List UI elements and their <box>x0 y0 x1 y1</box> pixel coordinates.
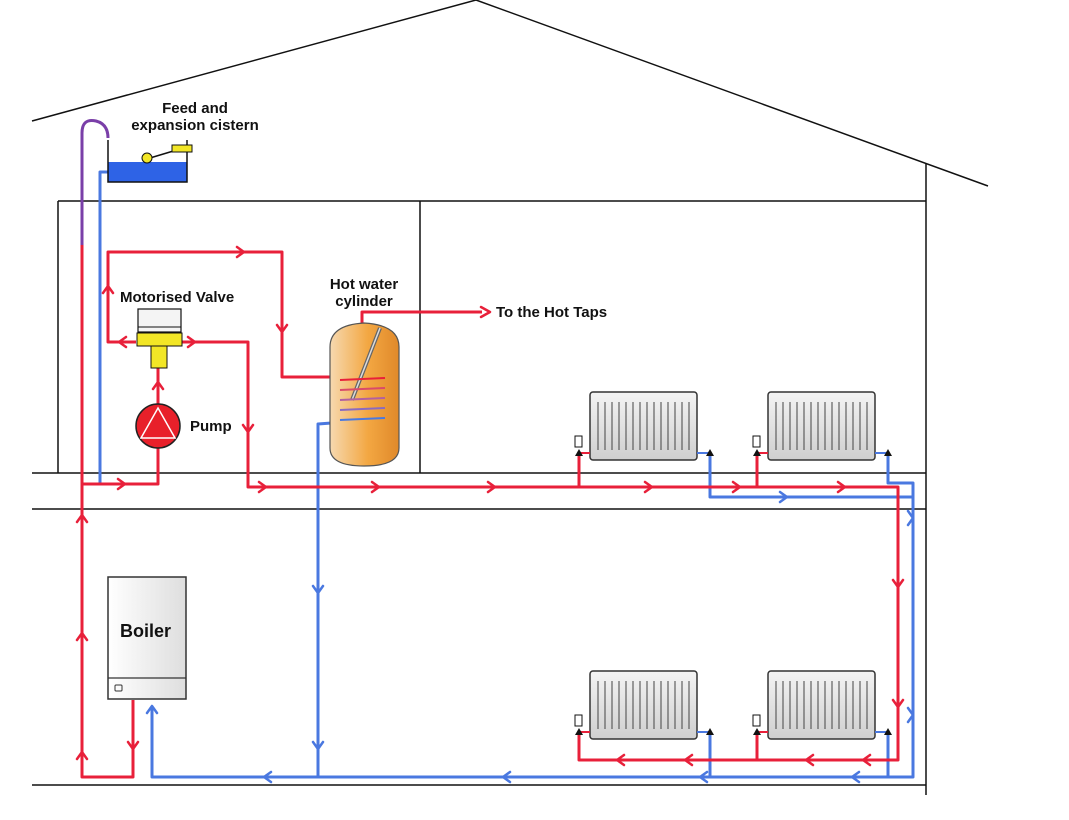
radiator-downstairs-right <box>752 670 892 740</box>
vent-pipe <box>80 119 110 245</box>
cylinder-label-line1: Hot water <box>329 276 399 293</box>
red-right-arrows <box>116 245 847 494</box>
radiator-downstairs-left <box>574 670 714 740</box>
trv-valve <box>574 714 583 727</box>
pump-feed-pipe <box>82 446 160 486</box>
trv-valve <box>574 435 583 448</box>
radiator-flow-pipe <box>180 340 900 762</box>
blue-arrows <box>145 490 915 784</box>
cold-feed-pipe <box>98 170 108 484</box>
trv-valve <box>752 714 761 727</box>
boiler-label: Boiler <box>120 621 172 641</box>
roof-line <box>31 0 989 187</box>
upstairs-return-branch <box>708 453 913 499</box>
trv-valve <box>752 435 761 448</box>
cylinder-label: Hot water cylinder <box>314 276 414 310</box>
pump <box>135 403 181 449</box>
boiler <box>107 576 187 700</box>
hot-taps-label: To the Hot Taps <box>496 304 608 321</box>
red-left-arrows <box>117 335 872 767</box>
float-valve <box>171 144 193 153</box>
cylinder-label-line2: cylinder <box>335 293 393 310</box>
red-up-arrows <box>75 284 165 761</box>
boiler-flow-pipe <box>80 245 135 779</box>
cistern-label: Feed and expansion cistern <box>120 100 270 134</box>
boiler-indicator <box>114 684 123 692</box>
red-down-arrows <box>126 323 905 751</box>
main-return-pipe <box>150 453 915 779</box>
feed-expansion-cistern <box>107 140 193 183</box>
radiator-upstairs-right <box>752 391 892 461</box>
cylinder-primary-pipe <box>106 250 375 379</box>
radiator-upstairs-left <box>574 391 714 461</box>
cistern-label-line1: Feed and <box>162 100 228 117</box>
float-ball <box>141 152 153 164</box>
cylinder-heating-coil <box>339 377 386 421</box>
motorised-valve <box>136 308 183 369</box>
cistern-label-line2: expansion cistern <box>131 117 259 134</box>
hot-water-cylinder <box>329 322 400 467</box>
motorised-valve-label: Motorised Valve <box>120 289 235 306</box>
flow-arrows <box>75 245 915 784</box>
pump-label: Pump <box>190 418 232 435</box>
house-structure <box>31 0 989 795</box>
